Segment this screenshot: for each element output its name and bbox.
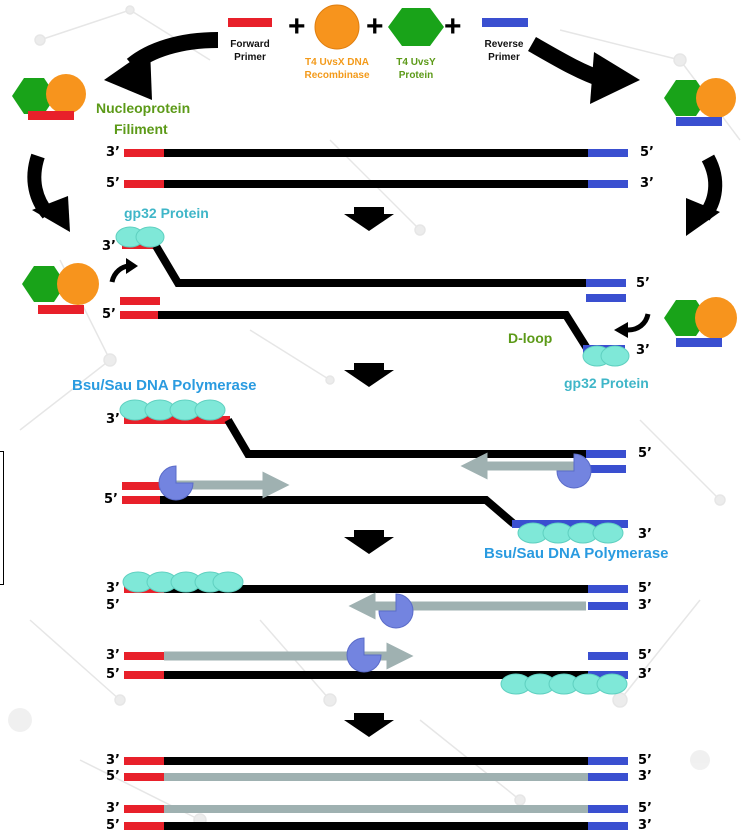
strand-end-label: 3’ (106, 581, 120, 596)
down-arrow-icon (344, 363, 394, 387)
polymerase-stage4-top-icon (378, 593, 414, 629)
nucleoprotein-filament-left-icon (12, 74, 86, 120)
curved-arrow-down-left-icon (27, 153, 70, 232)
legend-reverse-primer-swatch (482, 18, 528, 27)
strand-end-label: 3’ (638, 527, 652, 542)
legend-uvsy-label: T4 UvsY Protein (396, 57, 436, 81)
strand-end-label: 5’ (106, 176, 120, 191)
filament-label: Filiment (114, 121, 168, 137)
strand-end-label: 5’ (106, 818, 120, 833)
strand-end-label: 5’ (638, 648, 652, 663)
strand-end-label: 5’ (638, 801, 652, 816)
nucleoprotein-label: Nucleoprotein (96, 100, 191, 116)
gp32-proteins-stage3-bottom (517, 522, 624, 544)
strand-end-label: 5’ (106, 769, 120, 784)
nucleoprotein-filament-stage2-left-icon (22, 263, 99, 314)
strand-end-label: 3’ (640, 176, 654, 191)
polymerase-stage3-right-icon (556, 453, 592, 489)
gp32-proteins-stage3-top (119, 399, 226, 421)
gp32-label-top: gp32 Protein (124, 205, 209, 221)
left-edge-frame (0, 451, 4, 585)
small-curved-arrow-right-icon (614, 313, 651, 338)
curved-arrow-left-icon (104, 32, 219, 100)
plus-sign: + (366, 10, 384, 43)
strand-end-label: 3’ (638, 667, 652, 682)
stage3-polymerase-binding (122, 416, 628, 528)
curved-arrow-down-right-icon (686, 154, 723, 236)
small-curved-arrow-left-icon (109, 258, 138, 283)
legend-uvsy-icon (388, 8, 444, 46)
strand-end-label: 5’ (638, 446, 652, 461)
polymerase-label-right: Bsu/Sau DNA Polymerase (484, 545, 669, 562)
strand-end-label: 3’ (102, 239, 116, 254)
strand-end-label: 3’ (638, 769, 652, 784)
strand-end-label: 3’ (106, 145, 120, 160)
strand-end-label: 5’ (106, 667, 120, 682)
strand-end-label: 5’ (638, 753, 652, 768)
legend-recombinase-icon (314, 4, 360, 50)
strand-end-label: 5’ (640, 145, 654, 160)
strand-end-label: 3’ (106, 801, 120, 816)
polymerase-label-left: Bsu/Sau DNA Polymerase (72, 377, 257, 394)
legend-forward-primer-label: Forward Primer (230, 39, 270, 63)
strand-end-label: 3’ (106, 412, 120, 427)
plus-sign: + (444, 10, 462, 43)
strand-end-label: 5’ (102, 307, 116, 322)
plus-sign: + (288, 10, 306, 43)
down-arrow-icon (344, 713, 394, 737)
gp32-proteins-stage4-bottom (500, 673, 628, 695)
gp32-proteins-stage4-top (122, 571, 244, 593)
polymerase-stage4-bottom-icon (346, 637, 382, 673)
stage5-amplified-products (124, 757, 628, 830)
strand-end-label: 3’ (638, 598, 652, 613)
legend-recombinase-label: T4 UvsX DNA Recombinase (304, 57, 370, 81)
gp32-proteins-right (582, 345, 630, 367)
strand-end-label: 5’ (106, 598, 120, 613)
nucleoprotein-filament-right-icon (664, 78, 736, 126)
strand-end-label: 3’ (106, 753, 120, 768)
strand-end-label: 3’ (106, 648, 120, 663)
dloop-label: D-loop (508, 330, 553, 346)
legend-forward-primer-swatch (228, 18, 272, 27)
down-arrow-icon (344, 530, 394, 554)
strand-end-label: 5’ (104, 492, 118, 507)
gp32-label-right: gp32 Protein (564, 375, 649, 391)
strand-end-label: 3’ (638, 818, 652, 833)
nucleoprotein-filament-stage2-right-icon (664, 297, 737, 347)
gp32-proteins-top (115, 226, 165, 248)
polymerase-stage3-left-icon (158, 465, 194, 501)
strand-end-label: 5’ (638, 581, 652, 596)
curved-arrow-right-icon (528, 37, 640, 104)
strand-end-label: 3’ (636, 343, 650, 358)
down-arrow-icon (344, 207, 394, 231)
stage1-dsdna (124, 149, 628, 188)
strand-end-label: 5’ (636, 276, 650, 291)
legend-reverse-primer-label: Reverse Primer (484, 39, 524, 63)
